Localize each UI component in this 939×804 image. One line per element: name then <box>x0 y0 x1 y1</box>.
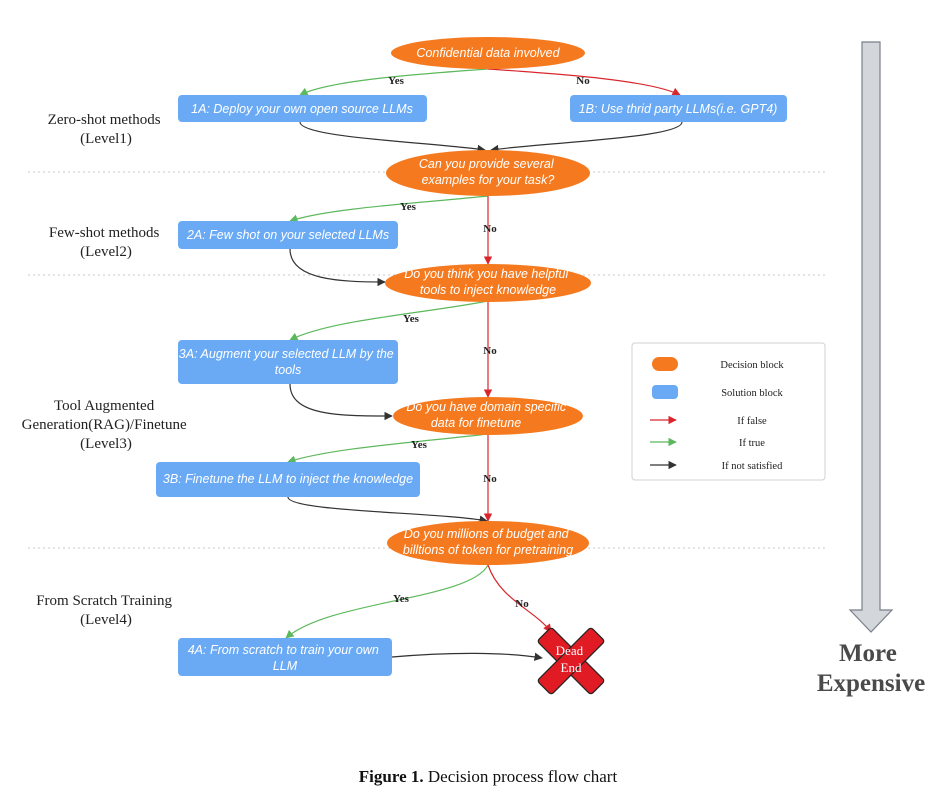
edge-label-yes: Yes <box>403 313 420 325</box>
legend-label: If false <box>737 416 767 427</box>
level1-label-line: (Level1) <box>80 131 132 147</box>
edge-1b-to-d2 <box>490 121 683 154</box>
more-expensive-label: More Expensive <box>817 640 925 697</box>
legend-item-not-satisfied: If not satisfied <box>650 460 783 472</box>
edge-3a-to-d4 <box>289 383 393 421</box>
solution-block-3a: 3A: Augment your selected LLM by the too… <box>178 340 398 384</box>
decision-text: Do you have domain specific <box>406 400 567 414</box>
edge-label-no: No <box>483 345 497 357</box>
solution-text: LLM <box>273 659 298 673</box>
edge-1a-to-d2 <box>299 121 486 154</box>
level3-label-line: Tool Augmented <box>54 398 155 414</box>
solution-block-4a: 4A: From scratch to train your own LLM <box>178 638 392 676</box>
edge-label-no: No <box>483 223 497 235</box>
solution-block-2a: 2A: Few shot on your selected LLMs <box>178 221 398 249</box>
solution-text: tools <box>275 363 301 377</box>
legend-swatch-solution <box>652 385 678 399</box>
edges <box>285 68 683 661</box>
edge-label-no: No <box>576 75 590 87</box>
edge-d5-to-dead-end-no <box>487 564 552 633</box>
svg-text:Dead End: Dead End <box>556 643 587 675</box>
edge-label-yes: Yes <box>388 75 405 87</box>
solution-text: 4A: From scratch to train your own <box>188 643 379 657</box>
edge-d2-to-2a-yes <box>289 195 489 223</box>
figure-caption-text: Decision process flow chart <box>424 767 618 786</box>
edge-d1-to-1a-yes <box>299 68 489 96</box>
svg-text:Do you millions of budget and: Do you millions of budget and billtions … <box>403 527 573 557</box>
decision-text: billtions of token for pretraining <box>403 543 573 557</box>
decision-block-domain-data: Do you have domain specific data for fin… <box>393 397 583 435</box>
edge-label-no: No <box>515 598 529 610</box>
figure-caption: Figure 1. Decision process flow chart <box>359 767 618 786</box>
decision-block-examples: Can you provide several examples for you… <box>386 150 590 196</box>
legend-item-false: If false <box>650 415 767 427</box>
level2-label: Few-shot methods (Level2) <box>49 225 163 260</box>
edge-4a-to-dead-end <box>391 652 543 661</box>
level2-label-line: Few-shot methods <box>49 225 160 241</box>
level4-label-line: From Scratch Training <box>36 593 172 609</box>
decision-block-confidential: Confidential data involved <box>391 37 585 69</box>
legend: Decision block Solution block If false I… <box>631 342 826 481</box>
level2-label-line: (Level2) <box>80 244 132 260</box>
edge-d1-to-1b-no <box>487 68 681 96</box>
solution-text: 3A: Augment your selected LLM by the <box>179 347 394 361</box>
decision-text: Confidential data involved <box>416 46 560 60</box>
decision-text: tools to inject knowledge <box>420 283 556 297</box>
decision-text: data for finetune <box>431 416 521 430</box>
more-expensive-line: More <box>839 640 897 667</box>
legend-item-decision: Decision block <box>652 357 784 371</box>
edge-3b-to-d5 <box>287 496 488 524</box>
legend-item-solution: Solution block <box>652 385 784 399</box>
edge-d4-to-3b-yes <box>287 433 489 464</box>
legend-label: Solution block <box>721 388 783 399</box>
solution-text: 1A: Deploy your own open source LLMs <box>191 102 413 116</box>
solution-text: 2A: Few shot on your selected LLMs <box>186 228 389 242</box>
svg-text:Can you provide several: Can you provide several examples for you… <box>419 157 557 187</box>
edge-label-yes: Yes <box>400 201 417 213</box>
edge-d5-to-4a-yes <box>285 564 489 639</box>
level1-label: Zero-shot methods (Level1) <box>48 112 165 147</box>
decision-text: Do you think you have helpful <box>404 267 569 281</box>
edge-labels: Yes No Yes No Yes No Yes No Yes No <box>388 75 590 610</box>
level3-label: Tool Augmented Generation(RAG)/Finetune … <box>22 398 191 452</box>
more-expensive-line: Expensive <box>817 670 925 697</box>
level4-label-line: (Level4) <box>80 612 132 628</box>
solution-text: 1B: Use thrid party LLMs(i.e. GPT4) <box>579 102 778 116</box>
svg-text:Confidential data involved: Confidential data involved <box>416 46 560 60</box>
svg-text:Do you have domain specific: Do you have domain specific data for fin… <box>406 400 569 430</box>
edge-label-yes: Yes <box>393 593 410 605</box>
decision-block-budget: Do you millions of budget and billtions … <box>387 521 589 565</box>
solution-text: 3B: Finetune the LLM to inject the knowl… <box>163 472 413 486</box>
svg-text:3A: Augment your selected LLM: 3A: Augment your selected LLM by the too… <box>179 347 397 377</box>
dead-end-text: Dead <box>556 643 584 658</box>
level1-label-line: Zero-shot methods <box>48 112 161 128</box>
dead-end-text: End <box>561 660 582 675</box>
legend-swatch-decision <box>652 357 678 371</box>
solution-block-3b: 3B: Finetune the LLM to inject the knowl… <box>156 462 420 497</box>
decision-text: Do you millions of budget and <box>404 527 570 541</box>
legend-label: If not satisfied <box>722 461 783 472</box>
decision-block-tools: Do you think you have helpful tools to i… <box>385 264 591 302</box>
legend-label: Decision block <box>720 360 784 371</box>
decision-text: examples for your task? <box>422 173 555 187</box>
solution-block-1b: 1B: Use thrid party LLMs(i.e. GPT4) <box>570 95 787 122</box>
svg-text:Do you think you have helpful: Do you think you have helpful tools to i… <box>404 267 571 297</box>
level4-label: From Scratch Training (Level4) <box>36 593 176 628</box>
more-expensive-arrow-icon <box>848 41 894 633</box>
solution-block-1a: 1A: Deploy your own open source LLMs <box>178 95 427 122</box>
edge-label-no: No <box>483 473 497 485</box>
legend-item-true: If true <box>650 437 765 449</box>
svg-text:4A: From scratch to train your: 4A: From scratch to train your own LLM <box>188 643 383 673</box>
level3-label-line: Generation(RAG)/Finetune <box>22 417 187 433</box>
edge-2a-to-d3 <box>289 248 386 287</box>
edge-label-yes: Yes <box>411 439 428 451</box>
edge-d3-to-3a-yes <box>289 300 489 341</box>
level3-label-line: (Level3) <box>80 436 132 452</box>
figure-caption-label: Figure 1. <box>359 767 424 786</box>
dead-end-icon: Dead End <box>537 627 605 695</box>
decision-text: Can you provide several <box>419 157 555 171</box>
legend-label: If true <box>739 438 765 449</box>
